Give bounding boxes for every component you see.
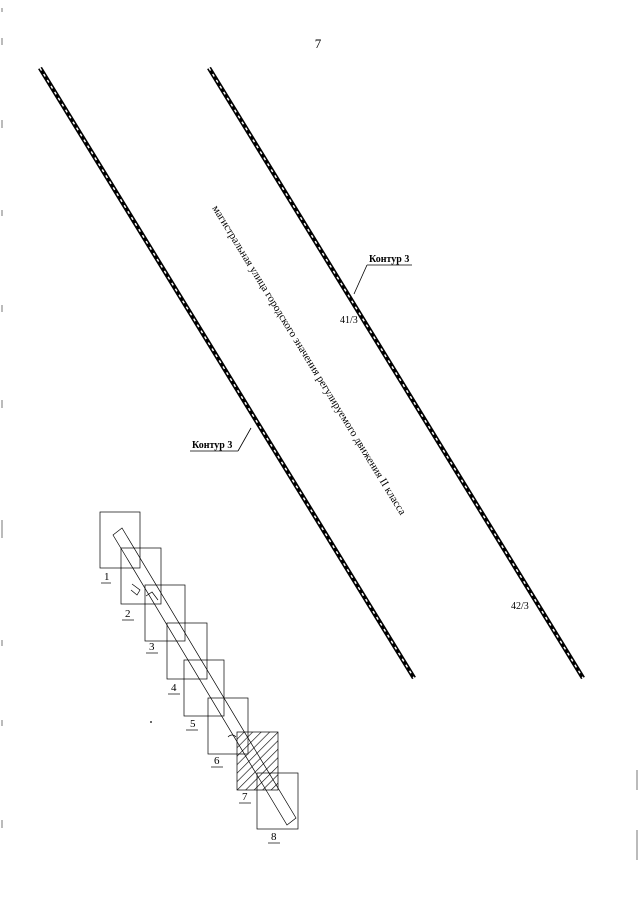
point-marker-42-3: 42/3	[511, 601, 529, 612]
sheet-number-8: 8	[271, 831, 277, 843]
boundary-line-left	[38, 66, 416, 680]
strip-detail-b	[145, 591, 159, 601]
sheet-number-2: 2	[125, 608, 131, 620]
contour-label-right: Контур 3	[369, 254, 409, 265]
scan-edge-marks	[1, 8, 638, 860]
sheet-number-3: 3	[149, 641, 155, 653]
strip-detail-c	[227, 734, 237, 738]
sheet-numbers: 1 2 3 4 5 6 7 8	[101, 571, 280, 844]
street-label: магистральная улица городского значения …	[209, 203, 408, 517]
sheet-index-map	[99, 511, 299, 830]
contour-callout-right: Контур 3	[353, 254, 412, 295]
sheet-frame-6	[207, 697, 249, 755]
sheet-number-4: 4	[171, 682, 177, 694]
contour-callout-left: Контур 3	[190, 427, 252, 452]
sheet-frame-1	[99, 511, 141, 569]
page-number: 7	[315, 36, 322, 51]
strip-detail-a	[130, 583, 141, 596]
sheet-frame-7	[236, 731, 279, 791]
sheet-number-1: 1	[104, 571, 110, 583]
sheet-number-7: 7	[242, 791, 248, 803]
sheet-number-6: 6	[214, 755, 220, 767]
sheet-number-5: 5	[190, 718, 196, 730]
point-marker-41-3: 41/3	[340, 315, 358, 326]
sheet-frame-3	[144, 584, 186, 642]
speck	[150, 721, 152, 723]
sheet-frame-8	[256, 772, 299, 830]
sheet-frame-2	[120, 547, 162, 605]
corridor-strip	[112, 527, 297, 826]
contour-label-left: Контур 3	[192, 440, 232, 451]
sheet-frame-5	[183, 659, 225, 717]
sheet-frame-4	[166, 622, 208, 680]
boundary-line-right	[207, 66, 585, 680]
